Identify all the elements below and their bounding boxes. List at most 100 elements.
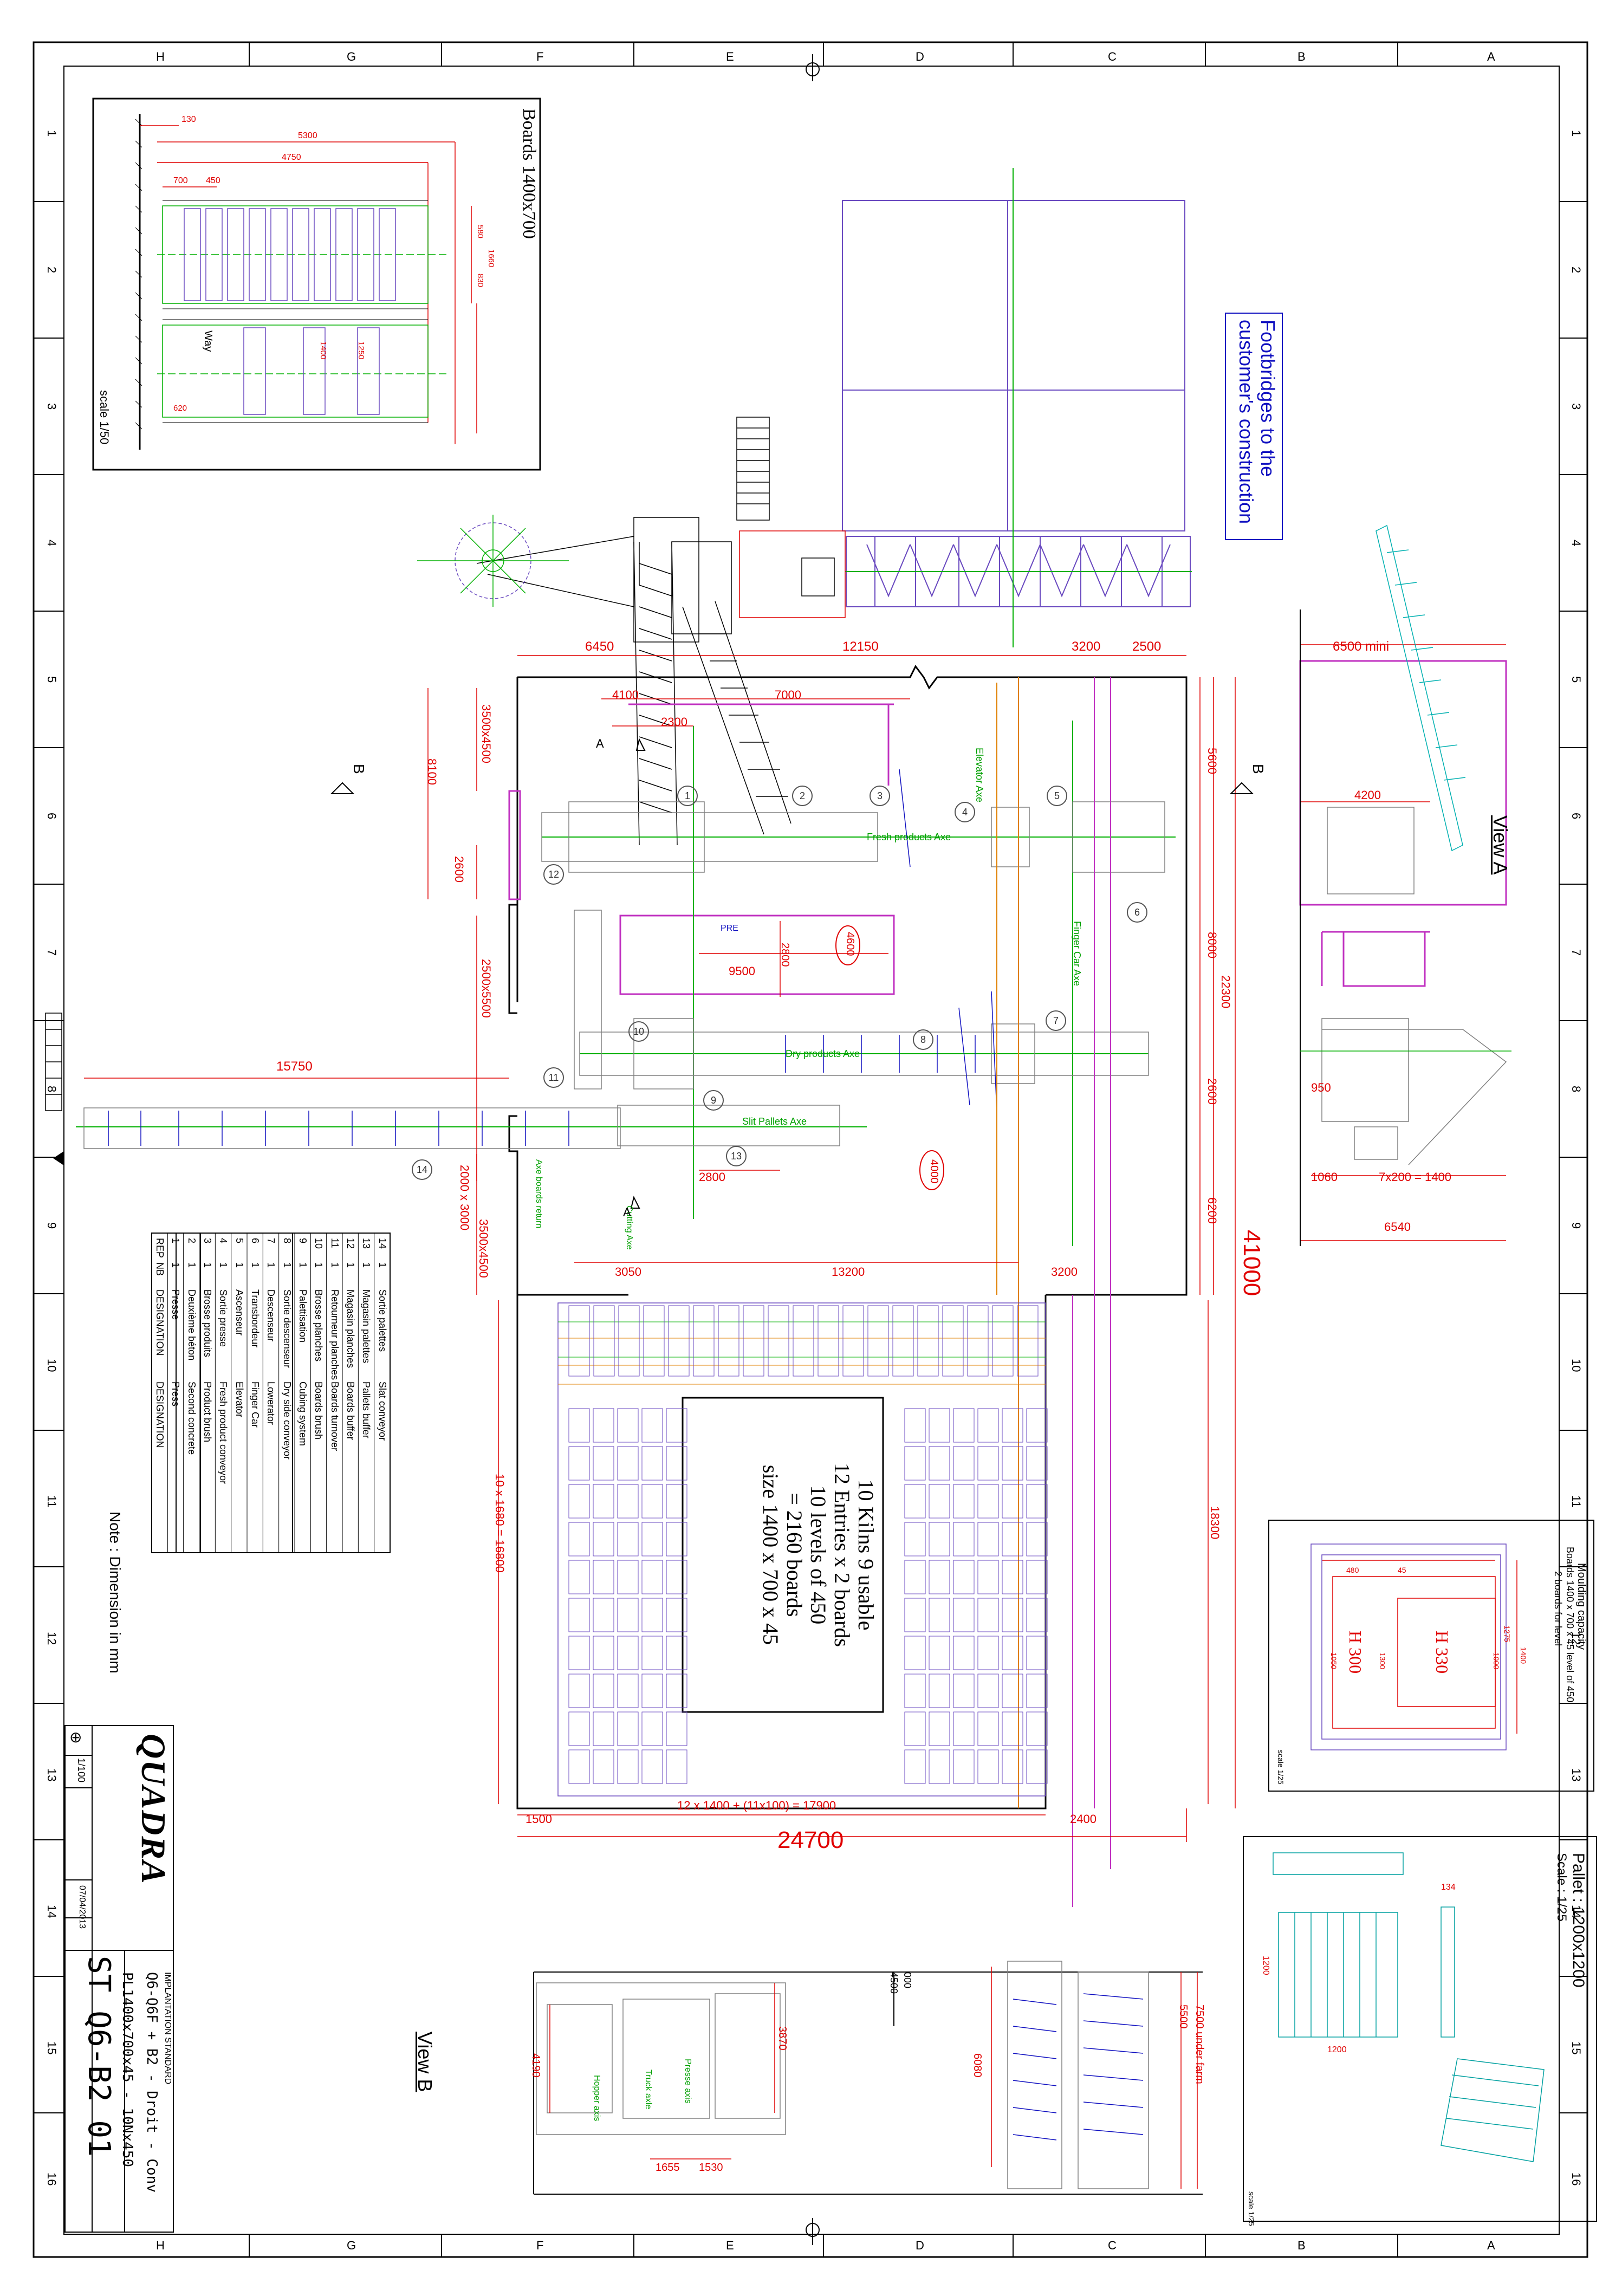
item-number-circle: 3 [870,786,890,806]
dim-3870: 3870 [776,2026,788,2051]
frame-letter-e: E [726,50,734,63]
moulding-scale: scale 1/25 [1276,1750,1285,1785]
footbridges-note: Footbridges to the customer's constructi… [1235,320,1279,524]
rotary-wheel [417,515,569,607]
frame-number-right: 4 [1569,540,1583,547]
boards-dim-130: 130 [181,115,196,124]
dim-6540: 6540 [1384,1220,1411,1234]
table-cell: 1 [186,1262,197,1268]
table-cell: 14 [377,1238,388,1249]
pallet-dim-1200-v: 1200 [1261,1956,1270,1975]
drawing-code: ST Q6-B2 01 [81,1956,116,2157]
dim-9500: 9500 [729,964,755,978]
frame-number-left: 12 [45,1632,59,1645]
boards-inset-drawing [135,114,477,450]
axis-finger: Finger Car Axe [1072,921,1082,987]
table-header-cell: NB [154,1262,165,1276]
table-cell: 1 [265,1262,277,1268]
table-cell: Boards turnover [329,1382,340,1451]
dim-22300: 22300 [1219,975,1232,1009]
frame-number-left: 11 [45,1495,59,1508]
moulding-dim-480: 480 [1346,1566,1359,1574]
moulding-h300: H 300 [1346,1631,1365,1674]
frame-number-left: 2 [45,267,59,274]
dim-950: 950 [1311,1081,1331,1094]
item-number-circle: 13 [726,1146,747,1166]
dim-5500: 5500 [1177,2005,1189,2029]
title-line-2: PL1400x700x45 - 10Nx450 [119,1972,135,2168]
title-line-1: Q6-Q6F + B2 - Droit - Conv [144,1972,160,2193]
table-cell: 6 [249,1238,261,1244]
table-cell: 8 [281,1238,293,1244]
table-cell: 2 [186,1238,197,1244]
frame-letter-a-bottom: A [1487,2239,1495,2252]
table-cell: 7 [265,1238,277,1244]
table-cell: Dry side conveyor [281,1382,293,1460]
item-number-circle: 11 [543,1067,564,1088]
dim-2300: 2300 [661,715,687,729]
pre-label: PRE [721,924,738,933]
dim-6450: 6450 [585,639,614,654]
table-cell: 1 [345,1262,356,1268]
frame-number-right: 1 [1569,130,1583,137]
axis-presse: Presse axis [683,2059,692,2104]
table-cell: Sortie descenseur [281,1289,293,1368]
dim-1530: 1530 [699,2162,723,2174]
table-cell: Sortie palettes [377,1289,388,1352]
projection-icon: ⊕ [69,1729,82,1746]
axis-dry: Dry products Axe [786,1048,860,1059]
frame-number-right: 11 [1569,1495,1583,1508]
dimension-note: Note : Dimension in mm [107,1512,124,1674]
boards-dim-1250: 1250 [356,341,366,360]
section-b-left: B [351,764,367,774]
table-cell: Descenseur [265,1289,277,1342]
frame-letter-h-bottom: H [156,2239,165,2252]
boards-dim-1660: 1660 [486,249,496,268]
dim-15750: 15750 [276,1059,313,1074]
dim-2800-bottom: 2800 [699,1170,725,1184]
frame-number-right: 9 [1569,1222,1583,1229]
frame-number-right: 7 [1569,949,1583,956]
table-cell: 1 [361,1262,372,1268]
item-number-circle: 12 [543,864,564,885]
dim-7x200: 7x200 = 1400 [1379,1170,1451,1184]
boards-dim-1400: 1400 [319,341,328,360]
frame-number-left: 6 [45,813,59,820]
table-cell: 1 [377,1262,388,1268]
table-cell: Brosse produits [202,1289,213,1358]
table-cell: 9 [297,1238,308,1244]
dim-2000x3000: 2000 x 3000 [458,1165,471,1231]
dim-1655: 1655 [656,2162,680,2174]
dim-7500: 7500 under farm [1193,2005,1205,2084]
kilns-line-5: size 1400 x 700 x 45 [758,1464,783,1645]
dim-2600-left: 2600 [452,856,466,883]
dim-2400: 2400 [1070,1812,1097,1826]
section-b-right: B [1250,764,1267,774]
quadra-logo: QUADRA [134,1734,173,1885]
pallet-drawing [1273,1852,1545,2162]
table-cell: Magasin planches [345,1289,356,1368]
table-cell: 1 [218,1262,229,1268]
view-b [533,1971,1203,2195]
item-number-circle: 4 [955,802,975,822]
frame-letter-d: D [916,50,924,63]
frame-letter-b-bottom: B [1297,2239,1306,2252]
crane-structure [476,417,846,846]
table-cell: Lowerator [265,1382,277,1425]
frame-number-right: 5 [1569,676,1583,683]
pallet-scale-2: scale 1/25 [1247,2191,1256,2226]
dim-2600-right: 2600 [1205,1078,1219,1105]
frame-number-left: 10 [45,1359,59,1372]
frame-number-right: 2 [1569,267,1583,274]
frame-number-left: 9 [45,1222,59,1229]
frame-number-left: 13 [45,1768,59,1782]
frame-number-left: 14 [45,1905,59,1918]
table-cell: Second concrete [186,1382,197,1455]
table-cell: Boards brush [313,1382,325,1440]
frame-letter-b: B [1297,50,1306,63]
item-number-circle: 5 [1047,786,1067,806]
table-cell: Brosse planches [313,1289,325,1362]
pallet-dim-1200-h: 1200 [1327,2045,1347,2054]
level-4500: 4500 [888,1972,899,1994]
